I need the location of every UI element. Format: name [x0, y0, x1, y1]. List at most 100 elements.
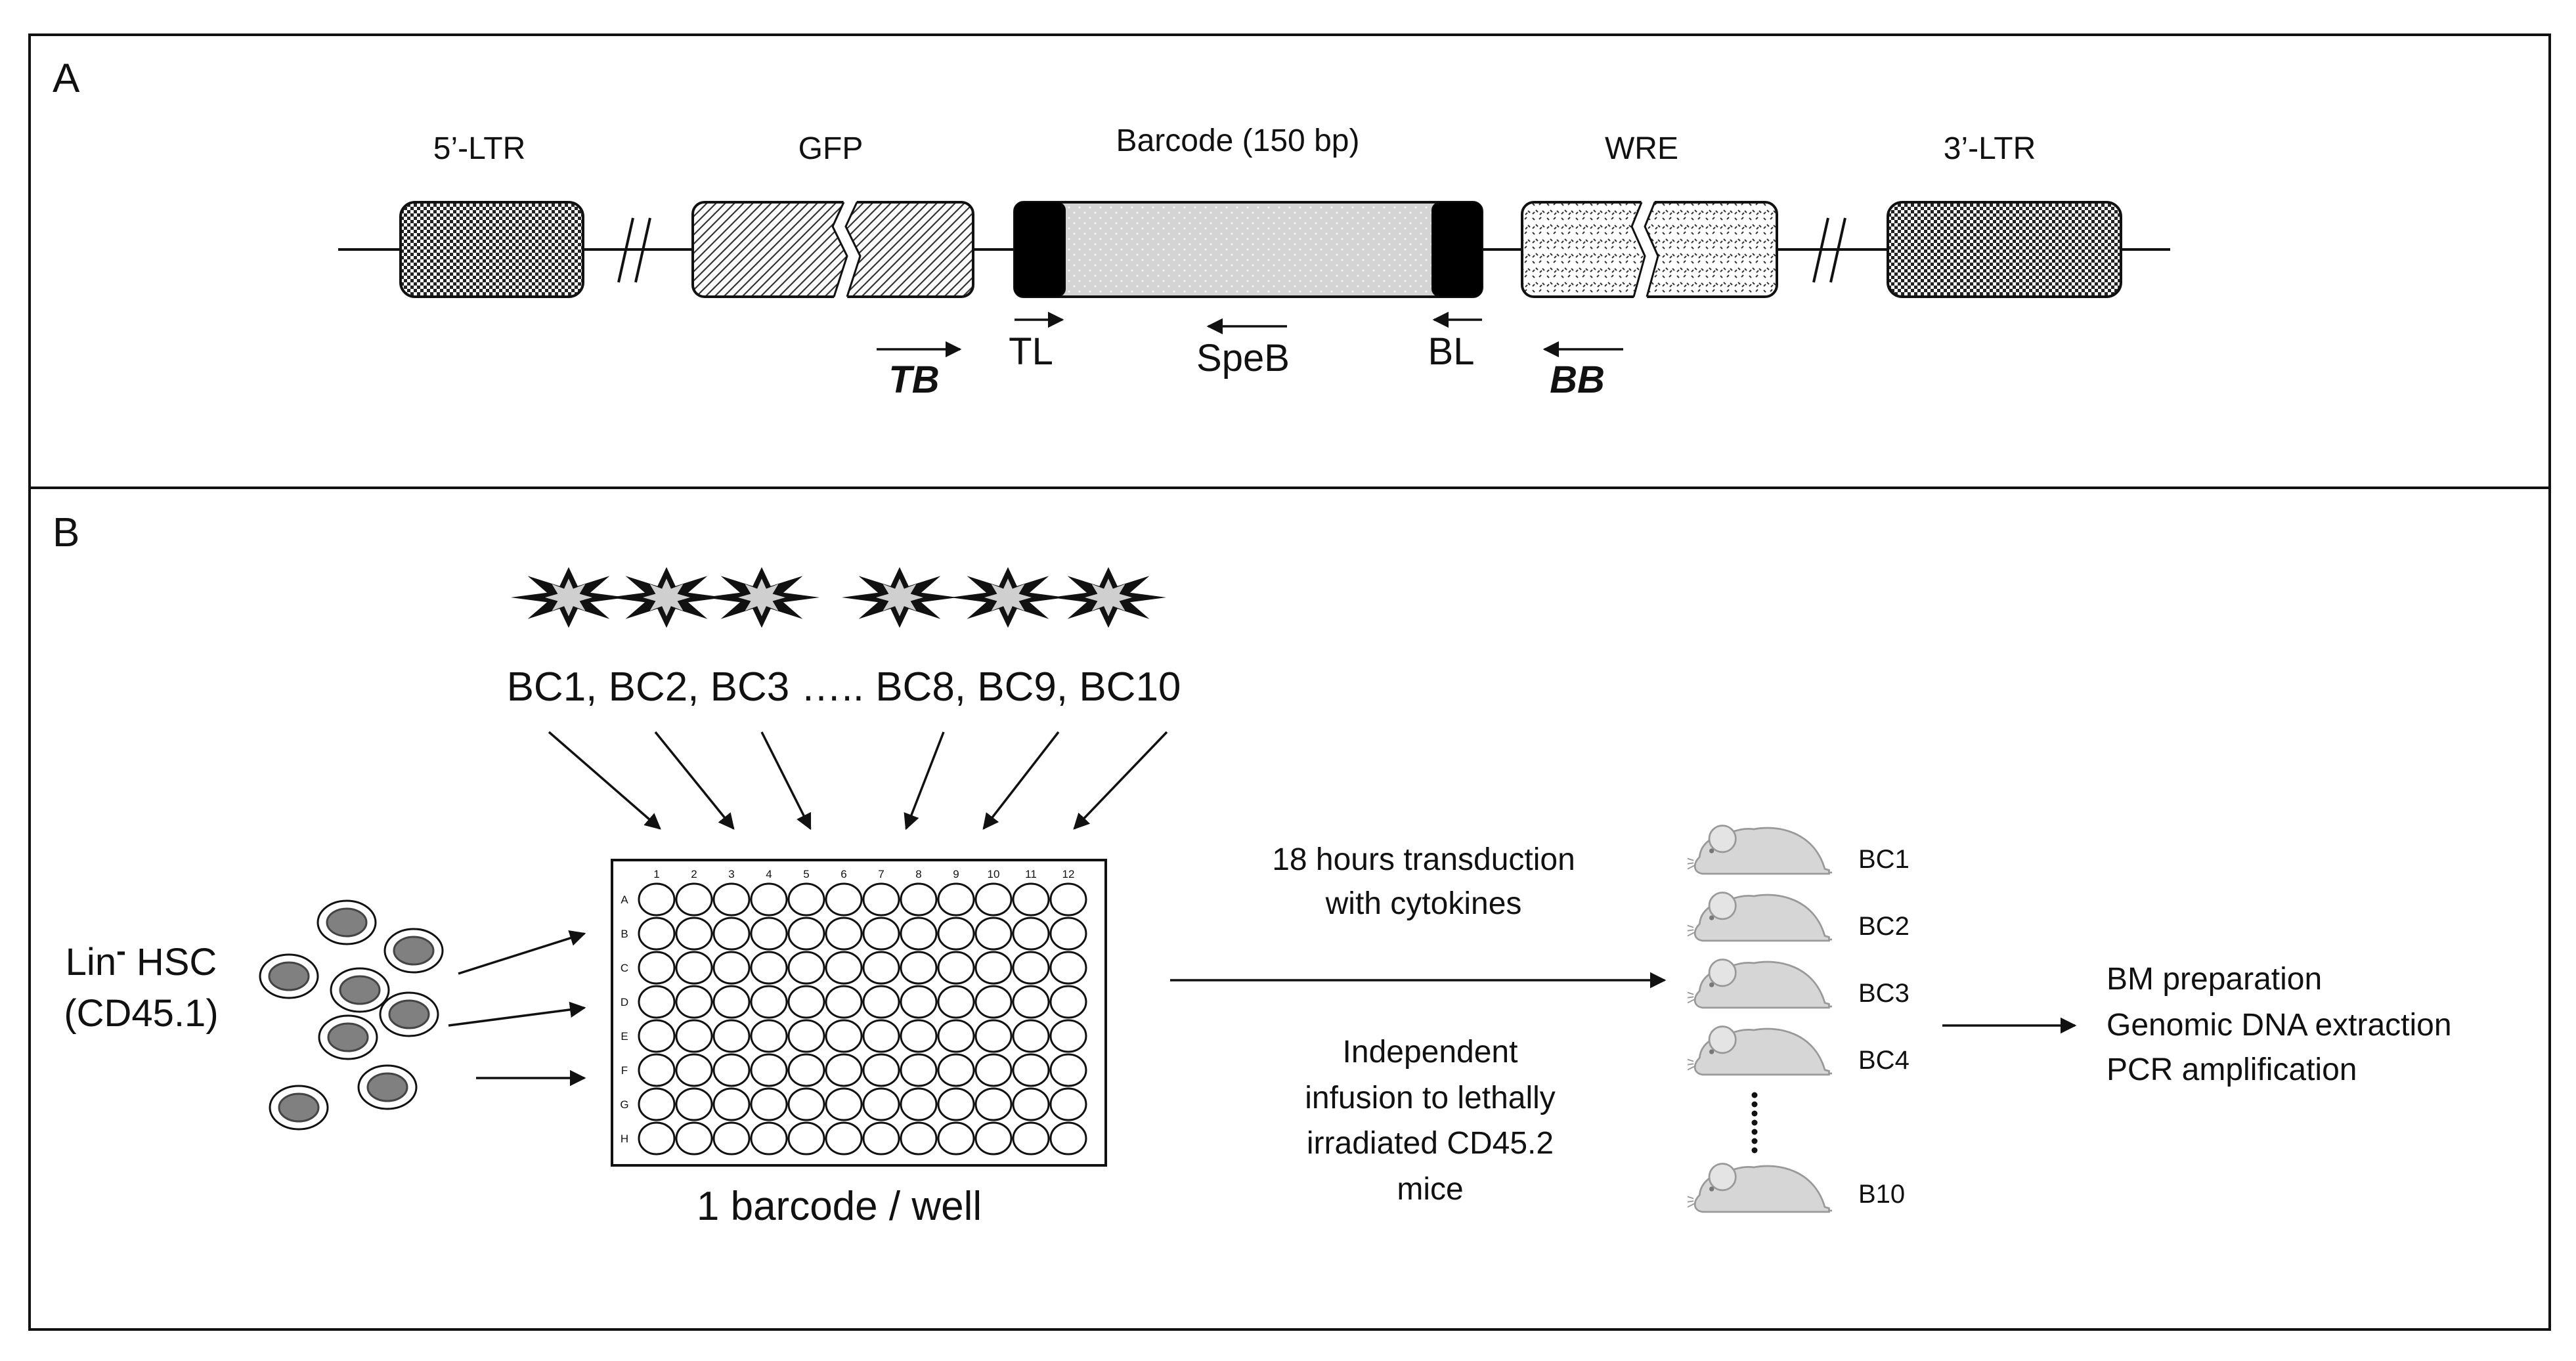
- plate-well: [712, 1087, 751, 1121]
- mouse-label-1: BC1: [1858, 845, 1910, 874]
- step-bottom-line2: infusion to lethally: [1305, 1081, 1556, 1115]
- step-bottom-line3: irradiated CD45.2: [1307, 1126, 1554, 1161]
- plate-well: [937, 985, 975, 1019]
- plate-well: [1049, 1121, 1087, 1156]
- plate-well: [862, 1019, 900, 1053]
- plate-well: [1049, 951, 1087, 985]
- barcode-arrows: [548, 731, 1168, 831]
- plate-well: [1049, 1019, 1087, 1053]
- plate-well: [712, 1019, 751, 1053]
- plate-well: [1012, 1053, 1050, 1087]
- plate-row-label: G: [620, 1098, 628, 1111]
- ellipsis-dot: [1751, 1101, 1758, 1108]
- plate-well: [750, 985, 788, 1019]
- plate-col-label: 2: [691, 868, 697, 880]
- plate-col-label: 7: [878, 868, 884, 880]
- plate-well: [937, 882, 975, 917]
- plate-well: [675, 1019, 713, 1053]
- plate-well: [862, 1087, 900, 1121]
- plate-row-label: H: [621, 1133, 628, 1145]
- step-bottom-line4: mice: [1397, 1172, 1463, 1207]
- plate-well: [1012, 1121, 1050, 1156]
- plate-well: [712, 917, 751, 951]
- cells-label: Lin- HSC: [66, 935, 217, 983]
- ellipsis-dot: [1751, 1119, 1758, 1126]
- primer-bb: BB: [1550, 358, 1605, 401]
- step-top-line1: 18 hours transduction: [1272, 842, 1575, 877]
- plate-well: [787, 985, 825, 1019]
- plate-well: [825, 985, 863, 1019]
- hsc-cell-nucleus-4: [339, 975, 381, 1005]
- plate-col-label: 11: [1025, 868, 1037, 880]
- plate-well: [638, 1019, 676, 1053]
- plate-well: [638, 1087, 676, 1121]
- plate-well: [638, 882, 676, 917]
- hsc-cell-nucleus-6: [327, 1022, 369, 1052]
- mouse-label-2: BC2: [1858, 912, 1910, 941]
- plate-well: [638, 985, 676, 1019]
- mouse-label-3: BC3: [1858, 979, 1910, 1008]
- panel-a-label: A: [53, 56, 80, 101]
- plate-well: [937, 951, 975, 985]
- plate-well: [862, 917, 900, 951]
- plate-row-label: A: [621, 894, 628, 906]
- plate-well: [1012, 1019, 1050, 1053]
- plate-well: [712, 985, 751, 1019]
- plate-well: [937, 1019, 975, 1053]
- hsc-cell-nucleus-7: [278, 1092, 320, 1123]
- plate-caption: 1 barcode / well: [697, 1184, 982, 1229]
- plate-well: [787, 917, 825, 951]
- hsc-cells: [259, 899, 444, 1131]
- plate-well: [900, 917, 938, 951]
- plate-col-label: 10: [988, 868, 1000, 880]
- hsc-cell-nucleus-5: [388, 999, 430, 1029]
- plate-well: [712, 1121, 751, 1156]
- barcode-stars: [510, 567, 1167, 628]
- ltr5-box: [399, 201, 584, 298]
- plate-well: [638, 951, 676, 985]
- plate-well: [900, 1121, 938, 1156]
- plate-well: [787, 882, 825, 917]
- plate-well: [787, 951, 825, 985]
- analysis-line3: PCR amplification: [2107, 1052, 2357, 1087]
- gfp-box: [691, 201, 974, 298]
- plate-row-label: B: [621, 928, 628, 940]
- plate-well: [675, 985, 713, 1019]
- plate-well: [900, 882, 938, 917]
- plate-well: [825, 1087, 863, 1121]
- mouse-label-5: B10: [1858, 1180, 1905, 1209]
- plate-well: [937, 917, 975, 951]
- primer-tb: TB: [888, 358, 939, 401]
- step-top-line2: with cytokines: [1325, 886, 1522, 921]
- panel-b-label: B: [53, 510, 79, 555]
- mouse-label-4: BC4: [1858, 1046, 1910, 1075]
- primer-speb: SpeB: [1196, 337, 1290, 379]
- ltr3-label: 3’-LTR: [1944, 131, 2036, 166]
- gfp-label: GFP: [798, 131, 863, 166]
- plate-well: [787, 1121, 825, 1156]
- plate-well: [750, 951, 788, 985]
- plate-well: [825, 951, 863, 985]
- plate-col-label: 4: [766, 868, 772, 880]
- plate-well: [638, 1053, 676, 1087]
- primer-tl: TL: [1009, 330, 1053, 373]
- ellipsis-dot: [1751, 1092, 1758, 1098]
- plate-well: [675, 1121, 713, 1156]
- plate-well: [937, 1053, 975, 1087]
- plate-well: [750, 1019, 788, 1053]
- plate-well: [675, 951, 713, 985]
- barcode-star-core-5: [984, 578, 1032, 616]
- plate-well: [900, 1087, 938, 1121]
- barcode-label: Barcode (150 bp): [1116, 123, 1360, 158]
- plate-well: [862, 951, 900, 985]
- plate-well: [900, 1019, 938, 1053]
- plate-well: [862, 1121, 900, 1156]
- plate-well: [974, 1121, 1013, 1156]
- plate-well: [1012, 951, 1050, 985]
- panel-b-frame: [28, 486, 2551, 1331]
- hsc-cell-nucleus-8: [366, 1072, 408, 1102]
- plate-well: [1049, 1053, 1087, 1087]
- plate-well: [638, 917, 676, 951]
- plate-well: [750, 1053, 788, 1087]
